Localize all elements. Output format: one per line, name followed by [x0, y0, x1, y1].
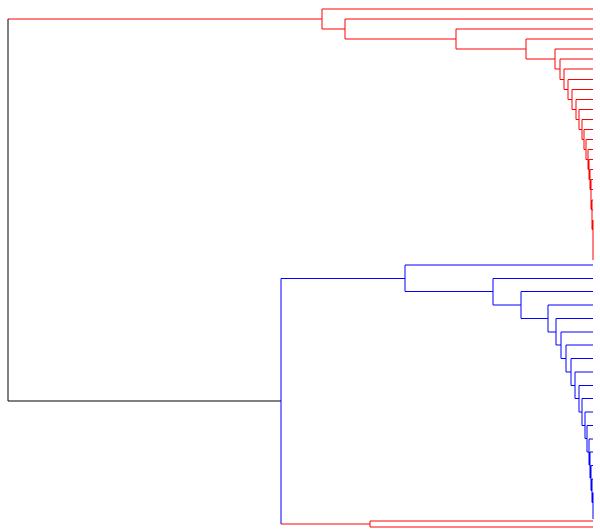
dendrogram-links	[7, 8, 594, 528]
